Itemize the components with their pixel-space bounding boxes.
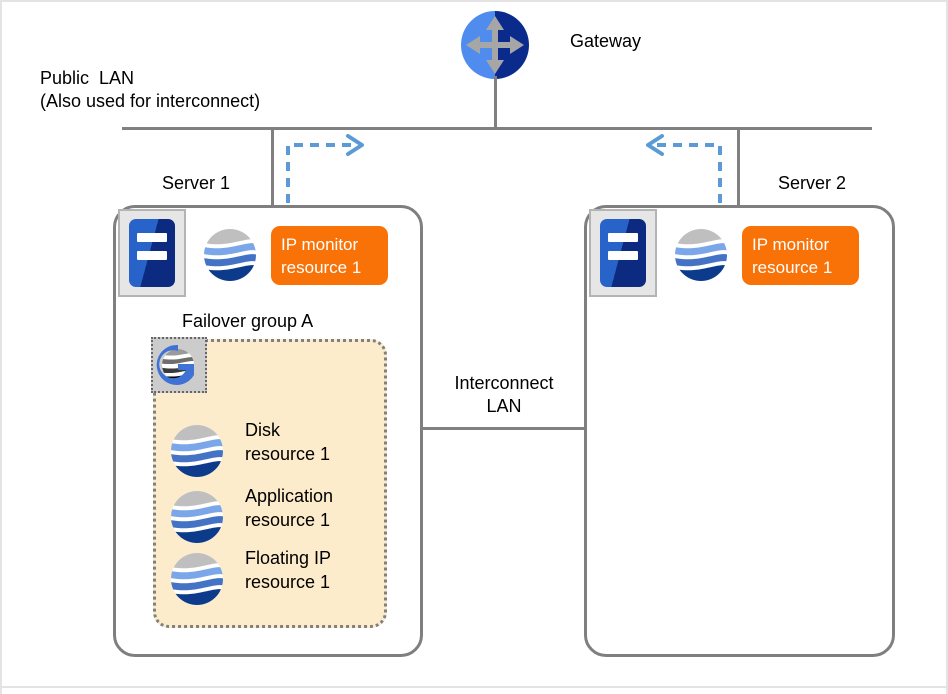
server2-lan-drop-line bbox=[737, 127, 740, 207]
server2-ip-monitor-line2: resource 1 bbox=[752, 257, 833, 277]
failover-group-label: Failover group A bbox=[182, 311, 314, 331]
server1-label: Server 1 bbox=[162, 173, 231, 193]
frame-left-border bbox=[0, 0, 2, 694]
server1-lan-drop-line bbox=[271, 127, 274, 207]
floating-ip-resource-line2: resource 1 bbox=[245, 572, 331, 592]
application-resource-line1: Application bbox=[245, 486, 334, 506]
monitor-arrow-server2 bbox=[632, 133, 732, 210]
server1-server-icon bbox=[118, 209, 186, 297]
server1-ip-monitor-line2: resource 1 bbox=[281, 257, 362, 277]
gateway-label: Gateway bbox=[570, 31, 642, 51]
frame-top-border bbox=[0, 0, 948, 2]
disk-resource-line1: Disk bbox=[245, 420, 280, 440]
monitor-arrow-server1 bbox=[280, 133, 380, 210]
server2-ip-monitor-globe-icon bbox=[674, 228, 728, 282]
frame-right-border bbox=[946, 0, 948, 694]
failover-group-icon bbox=[151, 337, 207, 393]
server2-server-icon bbox=[589, 209, 657, 297]
server1-ip-monitor-line1: IP monitor bbox=[281, 234, 359, 254]
gateway-router-icon bbox=[460, 10, 530, 80]
interconnect-lan-label-line1: Interconnect bbox=[454, 373, 554, 393]
application-resource-globe-icon bbox=[170, 490, 224, 544]
server2-ip-monitor-badge[interactable]: IP monitor resource 1 bbox=[742, 226, 859, 285]
application-resource-line2: resource 1 bbox=[245, 510, 331, 530]
interconnect-lan-label-line2: LAN bbox=[486, 396, 522, 416]
public-lan-label-line1: Public LAN bbox=[40, 68, 135, 88]
public-lan-bus-line bbox=[122, 127, 872, 130]
floating-ip-resource-line1: Floating IP bbox=[245, 548, 332, 568]
server2-label: Server 2 bbox=[778, 173, 847, 193]
public-lan-label-line2: (Also used for interconnect) bbox=[40, 91, 261, 111]
server1-ip-monitor-badge[interactable]: IP monitor resource 1 bbox=[271, 226, 388, 285]
frame-bottom-border bbox=[0, 686, 948, 688]
server2-ip-monitor-line1: IP monitor bbox=[752, 234, 830, 254]
disk-resource-globe-icon bbox=[170, 424, 224, 478]
server1-ip-monitor-globe-icon bbox=[203, 228, 257, 282]
disk-resource-line2: resource 1 bbox=[245, 444, 331, 464]
gateway-drop-line bbox=[494, 76, 497, 130]
interconnect-lan-line bbox=[422, 427, 586, 430]
floating-ip-resource-globe-icon bbox=[170, 552, 224, 606]
